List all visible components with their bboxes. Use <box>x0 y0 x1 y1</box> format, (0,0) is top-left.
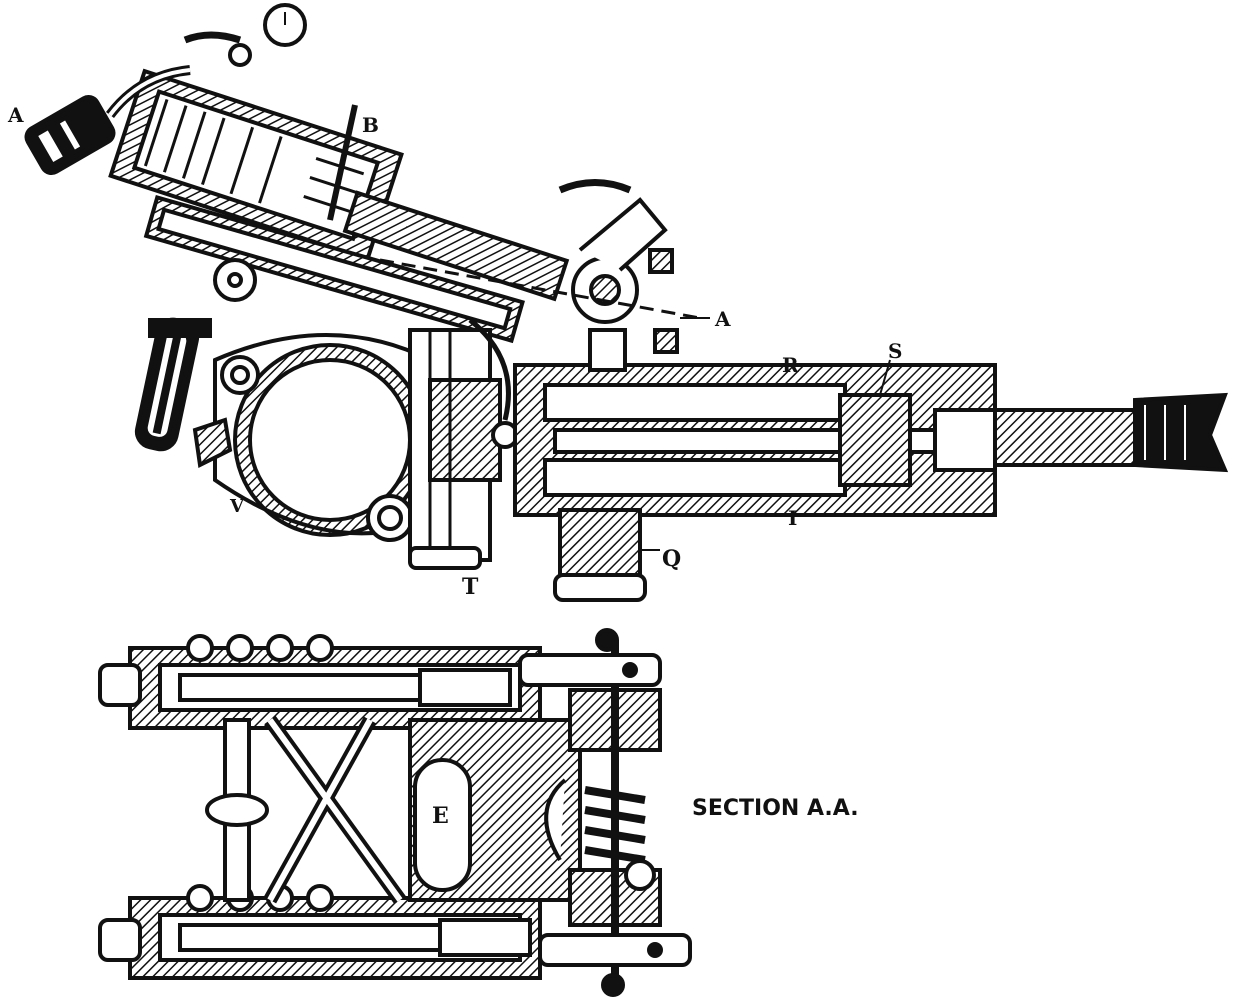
label-t: T <box>462 574 479 600</box>
label-a-left: A <box>7 103 24 127</box>
drill-chuck <box>993 408 1137 467</box>
label-b: B <box>362 113 379 137</box>
label-q: Q <box>662 546 681 572</box>
label-e: E <box>432 803 449 829</box>
label-v: V <box>229 496 245 517</box>
hose-fitting <box>24 95 116 175</box>
side-elevation-view <box>24 3 1229 602</box>
label-a-right: A <box>714 307 731 331</box>
label-r: R <box>782 353 799 377</box>
section-caption: SECTION A.A. <box>692 796 859 821</box>
section-aa-view <box>98 628 692 997</box>
label-i: I <box>788 506 797 530</box>
label-s: S <box>888 339 902 363</box>
